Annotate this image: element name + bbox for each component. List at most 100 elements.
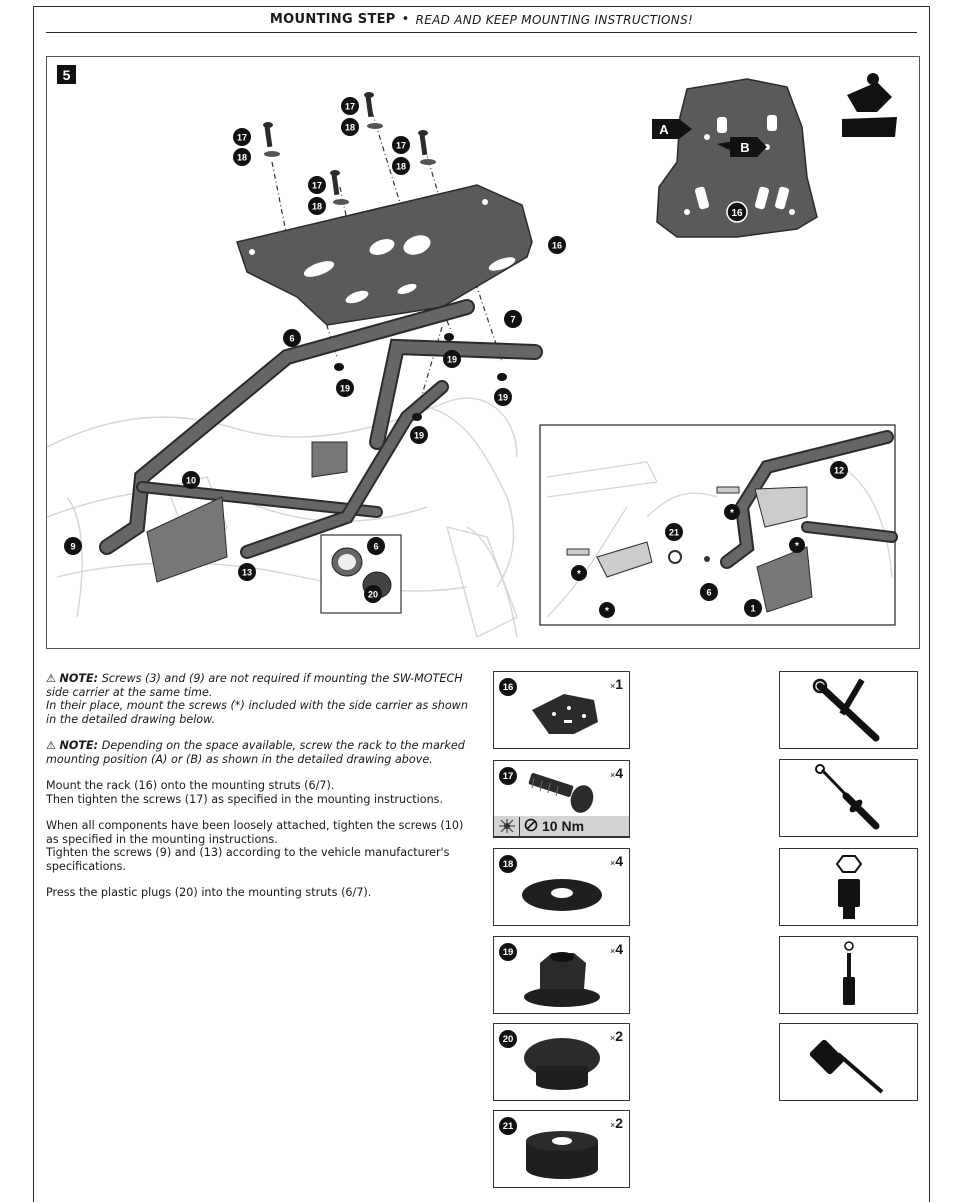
part-callout-label: 6 <box>706 588 711 598</box>
side-carrier-screw-marker <box>599 602 615 618</box>
side-carrier-screw-label: * <box>577 569 581 580</box>
motorcycle-view-icon <box>842 73 897 137</box>
instruction-line: When all components have been loosely at… <box>46 819 464 846</box>
torque-spec-bar: 10 Nm <box>493 816 630 837</box>
part-callout-label: 19 <box>340 384 350 394</box>
screws-and-washers <box>263 92 436 205</box>
part-callout-label: 12 <box>834 466 844 476</box>
rack-position-view: 16 A B <box>652 78 818 238</box>
instruction-paragraph-3: Press the plastic plugs (20) into the mo… <box>46 886 372 899</box>
part-callout-label: 6 <box>289 334 294 344</box>
tool-card-mallet <box>779 1023 918 1101</box>
part-callout-label: 18 <box>312 202 322 212</box>
part-card-20: 20 ×2 <box>493 1023 630 1101</box>
socket-driver-icon <box>843 941 855 1005</box>
mounting-struts <box>99 299 543 559</box>
part-callout-marker <box>665 523 683 541</box>
part-callout-label: 20 <box>368 590 378 600</box>
part-callout-label: 21 <box>669 528 679 538</box>
instruction-paragraph-1: Mount the rack (16) onto the mounting st… <box>46 779 478 806</box>
header-separator: • <box>401 12 410 27</box>
position-label-b: B <box>740 140 749 155</box>
instruction-notes: ⚠ NOTE: Screws (3) and (9) are not requi… <box>46 672 478 913</box>
torque-icon <box>524 818 538 835</box>
part-quantity: ×2 <box>609 1028 623 1044</box>
part-callout-marker <box>443 350 461 368</box>
svg-text:16: 16 <box>731 208 743 219</box>
part-callout-label: 7 <box>510 315 515 325</box>
warning-icon: ⚠ <box>46 739 56 752</box>
part-callout-marker <box>308 197 326 215</box>
part-number-badge: 21 <box>499 1117 517 1135</box>
side-carrier-screw-label: * <box>605 606 609 617</box>
socket-icon <box>835 855 863 919</box>
instruction-line: Tighten the screws (9) and (13) accordin… <box>46 846 450 873</box>
instruction-line: Mount the rack (16) onto the mounting st… <box>46 779 335 792</box>
spacer-part-icon <box>526 1131 598 1179</box>
motorcycle-outline <box>47 397 518 639</box>
plastic-plug-part-icon <box>524 1038 600 1090</box>
side-carrier-screw-label: * <box>730 508 734 519</box>
part-callout-label: 1 <box>750 604 755 614</box>
header-title: MOUNTING STEP <box>269 12 396 27</box>
part-callout-marker <box>548 236 566 254</box>
nuts-19 <box>334 333 507 421</box>
part-card-18: 18 ×4 <box>493 848 630 926</box>
part-number-badge: 19 <box>499 943 517 961</box>
part-callout-label: 16 <box>552 241 562 251</box>
washer-part-icon <box>522 879 602 911</box>
rack-plate-part-icon <box>532 694 598 734</box>
rack-plate-holes <box>249 199 516 304</box>
header-subtitle: READ AND KEEP MOUNTING INSTRUCTIONS! <box>415 12 694 27</box>
part-quantity: ×1 <box>609 676 623 692</box>
part-number-badge: 17 <box>499 767 517 785</box>
part-callout-marker <box>64 537 82 555</box>
part-quantity: ×4 <box>609 941 623 957</box>
tool-card-socket-driver <box>779 936 918 1014</box>
part-callout-marker <box>494 388 512 406</box>
part-callout-label: 19 <box>498 393 508 403</box>
part-callout-label: 9 <box>70 542 75 552</box>
threadlocker-icon <box>494 816 520 836</box>
part-callout-marker <box>744 599 762 617</box>
part-card-16: 16 ×1 <box>493 671 630 749</box>
note-1-text: Screws (3) and (9) are not required if m… <box>46 672 463 699</box>
part-callout-label: 17 <box>345 102 355 112</box>
step-number-badge: 5 <box>57 65 76 84</box>
note-1-text-2: In their place, mount the screws (*) inc… <box>46 699 468 726</box>
part-callout-label: 10 <box>186 476 196 486</box>
part-callout-label: 17 <box>312 181 322 191</box>
part-callout-marker <box>367 537 385 555</box>
note-2-label: NOTE: <box>59 739 99 752</box>
note-2: ⚠ NOTE: Depending on the space available… <box>46 739 478 766</box>
screw-part-icon <box>528 773 594 813</box>
note-1: ⚠ NOTE: Screws (3) and (9) are not requi… <box>46 672 478 726</box>
part-callout-marker <box>238 563 256 581</box>
part-callout-marker <box>341 118 359 136</box>
part-callout-marker <box>283 329 301 347</box>
part-callout-label: 18 <box>345 123 355 133</box>
part-callout-marker <box>182 471 200 489</box>
part-callout-label: 18 <box>237 153 247 163</box>
instruction-line: Then tighten the screws (17) as specifie… <box>46 792 444 806</box>
part-callout-marker <box>830 461 848 479</box>
part-callout-label: 18 <box>396 162 406 172</box>
part-callout-label: 6 <box>373 542 378 552</box>
tool-card-torque-wrench <box>779 759 918 837</box>
part-callout-label: 17 <box>396 141 406 151</box>
part-number-badge: 16 <box>499 678 517 696</box>
part-callout-label: 19 <box>414 431 424 441</box>
part-quantity: ×2 <box>609 1115 623 1131</box>
part-callout-marker <box>392 157 410 175</box>
part-callout-marker <box>233 128 251 146</box>
plug-detail-inset <box>320 534 402 614</box>
side-carrier-screw-marker <box>724 504 740 520</box>
mallet-icon <box>809 1039 884 1094</box>
part-callout-label: 13 <box>242 568 252 578</box>
part-callout-marker <box>410 426 428 444</box>
ratchet-with-hex-bit-icon <box>812 678 880 742</box>
part-card-19: 19 ×4 <box>493 936 630 1014</box>
warning-icon: ⚠ <box>46 672 56 685</box>
part-callout-marker <box>308 176 326 194</box>
part-callout-label: 19 <box>447 355 457 365</box>
